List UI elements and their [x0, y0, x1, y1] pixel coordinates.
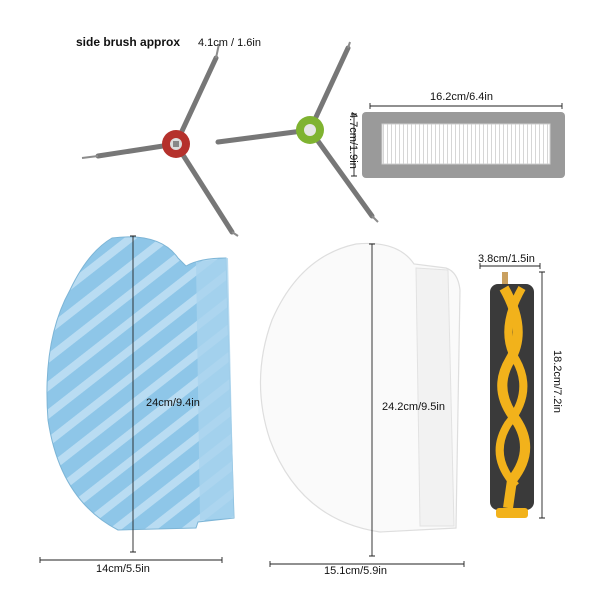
blue-mop-height-label: 24cm/9.4in: [146, 397, 200, 409]
side-brush-green: [215, 41, 379, 223]
filter-height-label: 4.7cm/1.9in: [347, 112, 359, 169]
side-brush-size: 4.1cm / 1.6in: [198, 37, 261, 49]
roller-brush: [490, 272, 534, 518]
roller-height-label: 18.2cm/7.2in: [551, 350, 563, 413]
hepa-filter: [362, 112, 565, 178]
side-brush-red: [81, 43, 239, 237]
white-mop-height-label: 24.2cm/9.5in: [382, 401, 445, 413]
blue-mop-cloth: [46, 236, 235, 531]
white-mop-cloth: [259, 242, 461, 533]
white-mop-width-label: 15.1cm/5.9in: [324, 565, 387, 577]
blue-mop-width-label: 14cm/5.5in: [96, 563, 150, 575]
product-title: side brush approx: [76, 35, 181, 49]
roller-width-label: 3.8cm/1.5in: [478, 253, 535, 265]
filter-width-label: 16.2cm/6.4in: [430, 91, 493, 103]
